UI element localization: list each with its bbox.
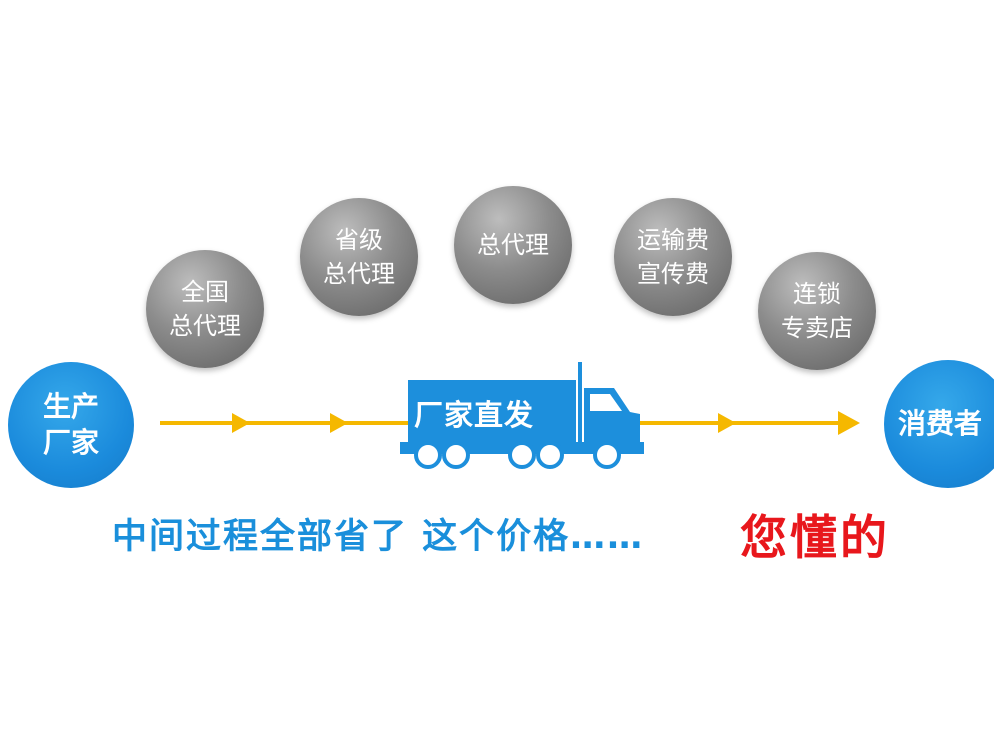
- flow-arrowhead: [838, 411, 860, 435]
- middleman-line2: 总代理: [169, 312, 241, 340]
- middleman-line2: 总代理: [323, 260, 395, 288]
- middleman-line1: 总代理: [477, 231, 549, 259]
- middleman-bubble-general-agent: 总代理: [454, 186, 572, 304]
- consumer-bubble: 消费者: [884, 360, 994, 488]
- middleman-line1: 连锁: [793, 280, 841, 308]
- middleman-bubble-chain-store: 连锁 专卖店: [758, 252, 876, 370]
- flow-arrowhead: [330, 413, 348, 433]
- middleman-line2: 宣传费: [637, 260, 709, 288]
- flow-arrowhead: [232, 413, 250, 433]
- source-line2: 厂家: [42, 426, 99, 459]
- flow-arrowhead: [718, 413, 736, 433]
- middleman-line1: 运输费: [637, 226, 709, 254]
- slogan-emphasis: 您懂的: [740, 511, 890, 566]
- truck-icon: [400, 362, 644, 469]
- slogan-main: 中间过程全部省了 这个价格……: [112, 517, 645, 557]
- source-bubble: 生产 厂家: [8, 362, 134, 488]
- source-line1: 生产: [42, 390, 99, 423]
- middleman-line1: 全国: [181, 278, 229, 306]
- truck-label: 厂家直发: [414, 398, 535, 432]
- middleman-bubble-national-agent: 全国 总代理: [146, 250, 264, 368]
- consumer-label: 消费者: [898, 407, 983, 440]
- middleman-line1: 省级: [335, 226, 383, 254]
- middleman-bubble-transport-ads: 运输费 宣传费: [614, 198, 732, 316]
- middleman-bubble-provincial-agent: 省级 总代理: [300, 198, 418, 316]
- middleman-line2: 专卖店: [781, 314, 853, 342]
